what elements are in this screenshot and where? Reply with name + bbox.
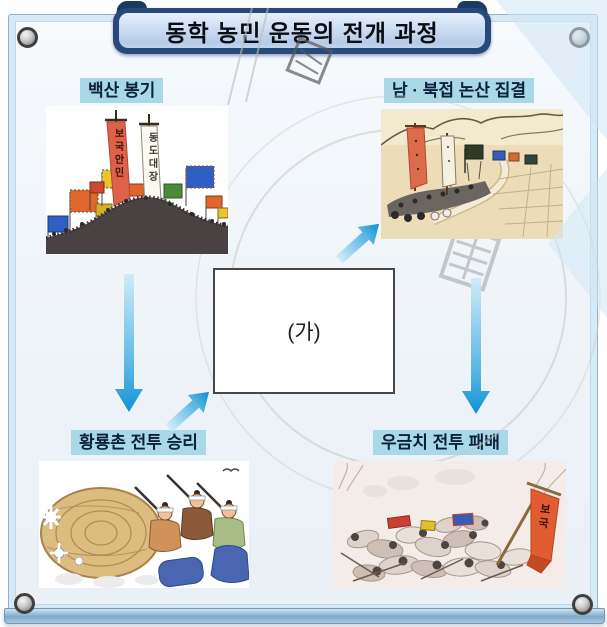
illustration-baeksan: 보국안민 동도대장	[45, 106, 229, 254]
arrow-hwangryong-to-box	[165, 391, 210, 432]
label-baeksan: 백산 봉기	[80, 78, 164, 103]
illustration-hwangryong	[39, 461, 250, 588]
arrow-nonsan-to-ugeumchi	[462, 278, 490, 414]
illustration-nonsan	[380, 109, 564, 239]
smoke	[363, 469, 475, 497]
answer-box: (가)	[213, 268, 395, 394]
page-title: 동학 농민 운동의 전개 과정	[165, 19, 439, 46]
banner-text-bogukanmin: 보국안민	[112, 128, 123, 180]
label-ugeumchi: 우금치 전투 패배	[373, 430, 508, 455]
screw-icon	[17, 27, 38, 48]
label-hwangryong: 황룡촌 전투 승리	[71, 430, 206, 455]
fallen-spears	[340, 552, 524, 582]
screw-icon	[569, 27, 590, 48]
banner-face: 동학 농민 운동의 전개 과정	[119, 13, 485, 48]
boguk-banner	[495, 481, 562, 574]
title-banner: 동학 농민 운동의 전개 과정	[113, 1, 491, 55]
banner-frame: 동학 농민 운동의 전개 과정	[113, 8, 491, 54]
banner-text-dongdodaejang: 동도대장	[146, 132, 157, 184]
bird-icon	[222, 468, 240, 473]
jangtae-straw-roller	[40, 487, 162, 579]
dust-puffs	[55, 573, 159, 588]
illustration-ugeumchi: 보국	[333, 461, 567, 589]
arrow-baeksan-to-hwangryong	[115, 274, 143, 412]
scattered-flags	[386, 512, 474, 532]
screw-icon	[572, 594, 593, 615]
arrow-box-to-nonsan	[335, 223, 380, 264]
red-banner	[106, 121, 131, 207]
screw-icon	[14, 593, 35, 614]
label-nonsan: 남 · 북접 논산 집결	[384, 78, 535, 103]
answer-box-label: (가)	[287, 321, 321, 344]
impact-bursts	[41, 505, 84, 566]
crowd-stipple	[45, 195, 229, 240]
board-base-edge	[4, 608, 605, 624]
crowd-dots	[52, 196, 226, 236]
